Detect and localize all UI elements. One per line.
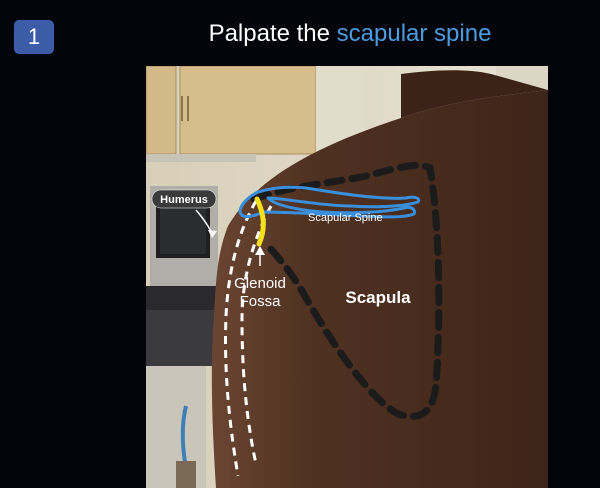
scapular-spine-outline xyxy=(238,185,421,219)
glenoid-arrow-head xyxy=(255,246,265,255)
annotated-shoulder-photo: Humerus Scapular Spine Glenoid Fossa Sca… xyxy=(146,66,548,488)
humerus-label-callout: Humerus xyxy=(151,189,217,238)
scapula-label: Scapula xyxy=(345,288,411,307)
humerus-arrow-head xyxy=(208,230,217,238)
step-number-badge: 1 xyxy=(14,20,54,54)
title-highlight: scapular spine xyxy=(336,20,492,47)
title-prefix: Palpate the xyxy=(208,20,337,47)
humerus-label-pill xyxy=(151,189,217,209)
patient-neck xyxy=(401,70,548,118)
glenoid-fossa-callout: Glenoid Fossa xyxy=(234,246,286,310)
scapula-outline xyxy=(250,162,443,420)
glenoid-label-line1: Glenoid xyxy=(234,275,286,292)
humerus-outline xyxy=(224,200,273,477)
glenoid-label-line2: Fossa xyxy=(240,293,282,310)
scapular-spine-label: Scapular Spine xyxy=(308,212,383,224)
humerus-label: Humerus xyxy=(160,194,208,206)
slide-title: Palpate the scapular spine xyxy=(0,20,600,48)
photo-canvas: Humerus Scapular Spine Glenoid Fossa Sca… xyxy=(146,66,548,488)
glenoid-fossa-highlight xyxy=(254,196,266,247)
